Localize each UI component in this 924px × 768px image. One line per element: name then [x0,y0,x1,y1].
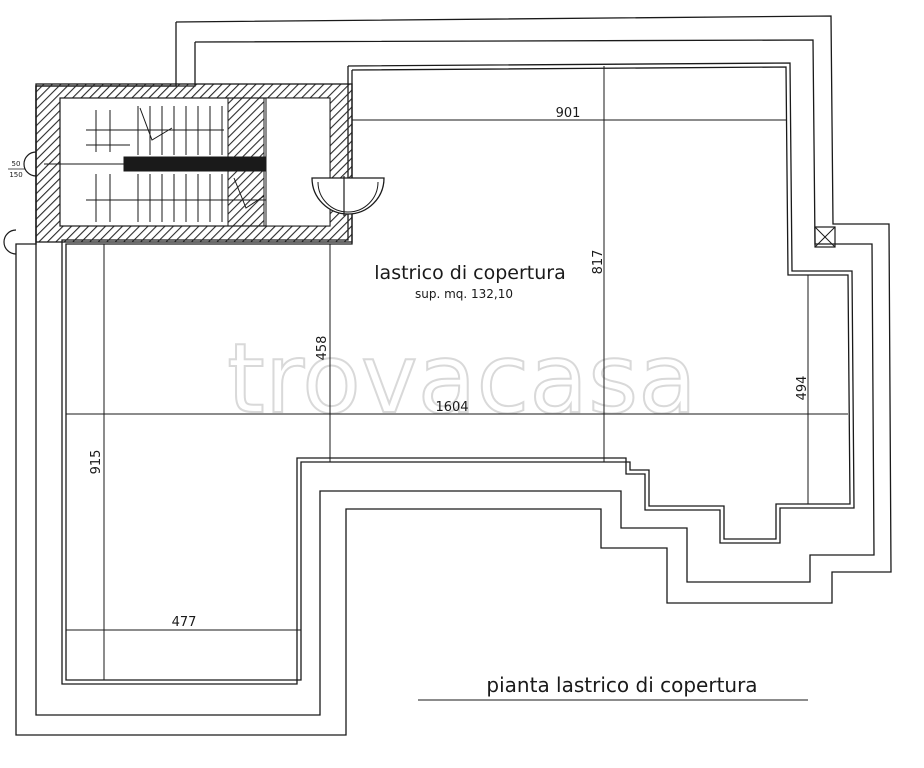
room-label: lastrico di copertura [374,262,565,284]
dim-inner-height: 458 [315,336,330,361]
stair-treads-lower [86,110,266,222]
stair-ratio-denominator: 150 [9,171,22,179]
stair-arrow-up [139,107,173,141]
terrace-inner-boundary-second [65,66,851,681]
stair-arrow-down [233,177,265,209]
dim-total-width: 1604 [435,400,468,415]
area-label: sup. mq. 132,10 [415,287,513,301]
dim-right-height-lower: 494 [795,376,810,401]
plan-caption: pianta lastrico di copertura [486,673,757,697]
dim-bottom-width: 477 [172,615,197,630]
stair-core [35,83,353,243]
stair-treads-upper [86,106,224,155]
door-swing [311,176,385,216]
dimension-lines [66,66,848,680]
terrace-inner-boundary [61,62,855,685]
chimney-left-lower [3,229,17,255]
dim-right-height-upper: 817 [591,250,606,275]
middle-parapet-outline [35,39,875,716]
dim-top-width: 901 [556,106,581,121]
dim-left-height: 915 [89,450,104,475]
chimney-left-upper [23,151,37,177]
vent-box [814,226,836,248]
watermark-text: trovacasa [227,323,697,435]
stair-ratio-numerator: 50 [12,160,21,168]
